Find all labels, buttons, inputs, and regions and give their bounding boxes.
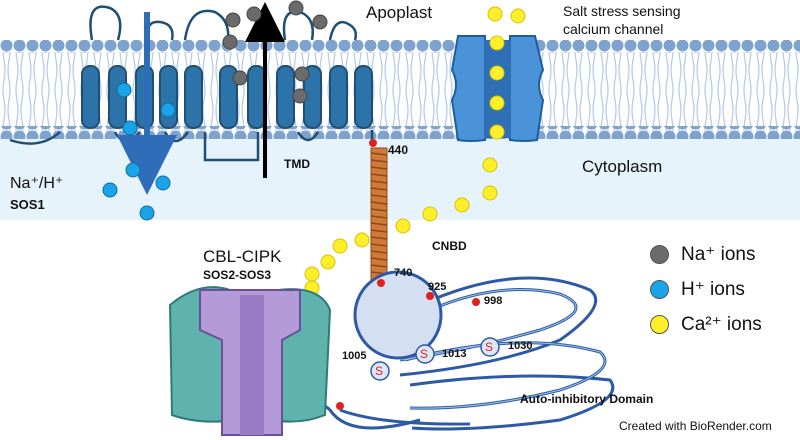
phospho-site-1005: S [375,364,384,378]
legend-item-h: H⁺ ions [650,278,745,301]
proton-ions [102,82,176,221]
legend-label-h: H⁺ ions [681,279,745,300]
legend-label-na: Na⁺ ions [681,244,756,265]
phospho-site-1013: S [420,347,429,361]
plasma-membrane [0,40,800,139]
cnbd-label: CNBD [432,239,467,253]
proton-ion-swatch [650,280,669,300]
residue-1013-label: 1013 [442,348,467,360]
phosphorylation-sites [370,337,500,381]
legend-item-na: Na⁺ ions [650,243,755,266]
calcium-channel-label-line2: calcium channel [563,21,664,37]
cbl-cipk-complex [168,286,332,436]
residue-998-label: 998 [484,295,503,307]
residue-925-label: 925 [428,281,447,293]
sos1-transmembrane-domain [9,5,374,162]
tmd-label: TMD [284,157,310,171]
calcium-channel [450,35,545,142]
sodium-ions [222,0,328,104]
residue-740-label: 740 [394,267,413,279]
legend-label-ca: Ca²⁺ ions [681,314,762,335]
cbl-cipk-label: CBL-CIPK [203,247,282,266]
residue-1005-label: 1005 [342,350,367,362]
apoplast-label: Apoplast [366,3,433,22]
residue-1030-label: 1030 [508,340,533,352]
cnbd-coil [370,147,388,282]
cytoplasm-label: Cytoplasm [582,157,663,176]
calcium-channel-label-line1: Salt stress sensing [563,3,681,19]
phospho-site-1030: S [485,340,494,354]
residue-440-label: 440 [388,143,409,157]
residue-markers [336,139,480,410]
cnbd-globular-domain [353,270,443,360]
auto-inhibitory-domain-label: Auto-inhibitory Domain [520,392,654,406]
biorender-credit: Created with BioRender.com [619,419,772,433]
sodium-ion-swatch [650,245,669,265]
calcium-ion-swatch [650,315,669,335]
nah-antiporter-label: Na⁺/H⁺ [10,175,64,192]
sos1-label: SOS1 [10,197,45,212]
legend-item-ca: Ca²⁺ ions [650,313,762,336]
sos2-sos3-label: SOS2-SOS3 [203,268,272,282]
